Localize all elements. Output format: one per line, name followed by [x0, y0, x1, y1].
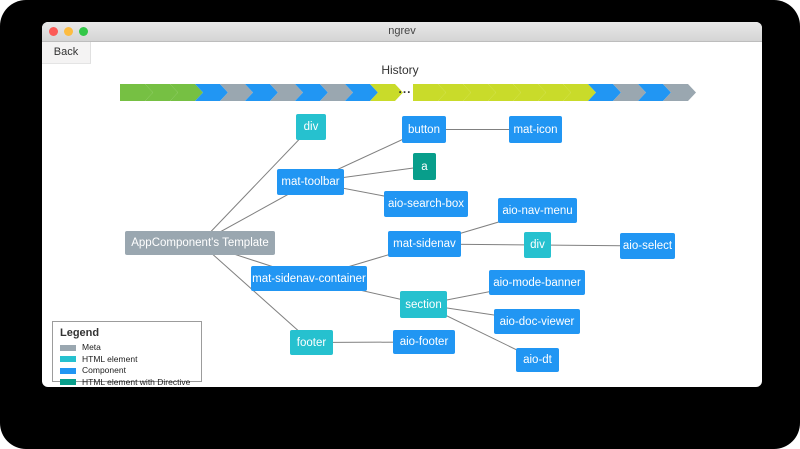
- window-titlebar[interactable]: ngrev: [42, 22, 762, 42]
- zoom-window-button[interactable]: [79, 27, 88, 36]
- history-chevron-green[interactable]: [170, 84, 203, 101]
- graph-node-a[interactable]: a: [413, 153, 436, 180]
- history-chevron-yellow[interactable]: [413, 84, 446, 101]
- graph-node-mat-sidenav[interactable]: mat-sidenav: [388, 231, 461, 257]
- legend-swatch-meta: [60, 344, 76, 351]
- history-chevron-yellow[interactable]: [488, 84, 521, 101]
- history-chevron-blue[interactable]: [588, 84, 621, 101]
- legend-title: Legend: [60, 327, 100, 339]
- graph-edge: [199, 126, 312, 244]
- history-chevron-blue[interactable]: [345, 84, 378, 101]
- history-chevron-gray[interactable]: [613, 84, 646, 101]
- history-ellipsis: ...: [398, 82, 412, 96]
- history-chevron-green[interactable]: [120, 84, 153, 101]
- legend-swatch-html_element: [60, 356, 76, 362]
- history-chevron-yellow[interactable]: [438, 84, 471, 101]
- graph-node-app[interactable]: AppComponent's Template: [125, 231, 275, 255]
- legend-label: HTML element with Directive: [82, 376, 191, 387]
- graph-node-aio-dt[interactable]: aio-dt: [516, 348, 559, 372]
- graph-node-aio-footer[interactable]: aio-footer: [393, 330, 455, 354]
- legend-item: HTML element with Directive: [60, 376, 201, 387]
- graph-node-mat-toolbar[interactable]: mat-toolbar: [277, 169, 344, 195]
- history-chevron-yellow[interactable]: [538, 84, 571, 101]
- history-chevron-gray[interactable]: [320, 84, 353, 101]
- history-chevron-blue[interactable]: [245, 84, 278, 101]
- history-chevron-blue[interactable]: [295, 84, 328, 101]
- history-chevron-gray[interactable]: [663, 84, 696, 101]
- history-chevron-yellow[interactable]: [463, 84, 496, 101]
- back-button[interactable]: Back: [42, 42, 91, 64]
- graph-node-div1[interactable]: div: [296, 114, 326, 140]
- window-title: ngrev: [388, 25, 416, 37]
- graph-node-section[interactable]: section: [400, 291, 447, 318]
- graph-node-footer[interactable]: footer: [290, 330, 333, 355]
- graph-edge: [199, 242, 312, 343]
- legend-swatch-component: [60, 367, 76, 374]
- history-chevron-gray[interactable]: [220, 84, 253, 101]
- close-window-button[interactable]: [49, 27, 58, 36]
- legend-label: Component: [82, 365, 126, 375]
- graph-node-aio-search-box[interactable]: aio-search-box: [384, 191, 468, 217]
- minimize-window-button[interactable]: [64, 27, 73, 36]
- graph-node-div2[interactable]: div: [524, 232, 551, 258]
- graph-node-aio-mode-banner[interactable]: aio-mode-banner: [489, 270, 585, 295]
- legend-item: HTML element: [60, 353, 201, 364]
- legend-swatch-directive: [60, 379, 76, 385]
- history-chevron-yellow[interactable]: [370, 84, 403, 101]
- history-heading: History: [381, 63, 419, 77]
- legend-item: Component: [60, 366, 201, 375]
- graph-node-aio-select[interactable]: aio-select: [620, 233, 675, 259]
- history-chevron-blue[interactable]: [638, 84, 671, 101]
- graph-node-aio-doc-viewer[interactable]: aio-doc-viewer: [494, 309, 580, 334]
- graph-node-button[interactable]: button: [402, 116, 446, 143]
- history-chevron-green[interactable]: [145, 84, 178, 101]
- graph-node-mat-icon[interactable]: mat-icon: [509, 116, 562, 143]
- graph-node-mat-sidenav-container[interactable]: mat-sidenav-container: [251, 266, 367, 291]
- legend-label: Meta: [82, 342, 101, 352]
- graph-node-aio-nav-menu[interactable]: aio-nav-menu: [498, 198, 577, 223]
- history-chevron-yellow[interactable]: [563, 84, 596, 101]
- history-chevron-gray[interactable]: [270, 84, 303, 101]
- legend-item: Meta: [60, 343, 201, 352]
- history-chevron-blue[interactable]: [195, 84, 228, 101]
- legend-label: HTML element: [82, 353, 138, 364]
- history-chevron-yellow[interactable]: [513, 84, 546, 101]
